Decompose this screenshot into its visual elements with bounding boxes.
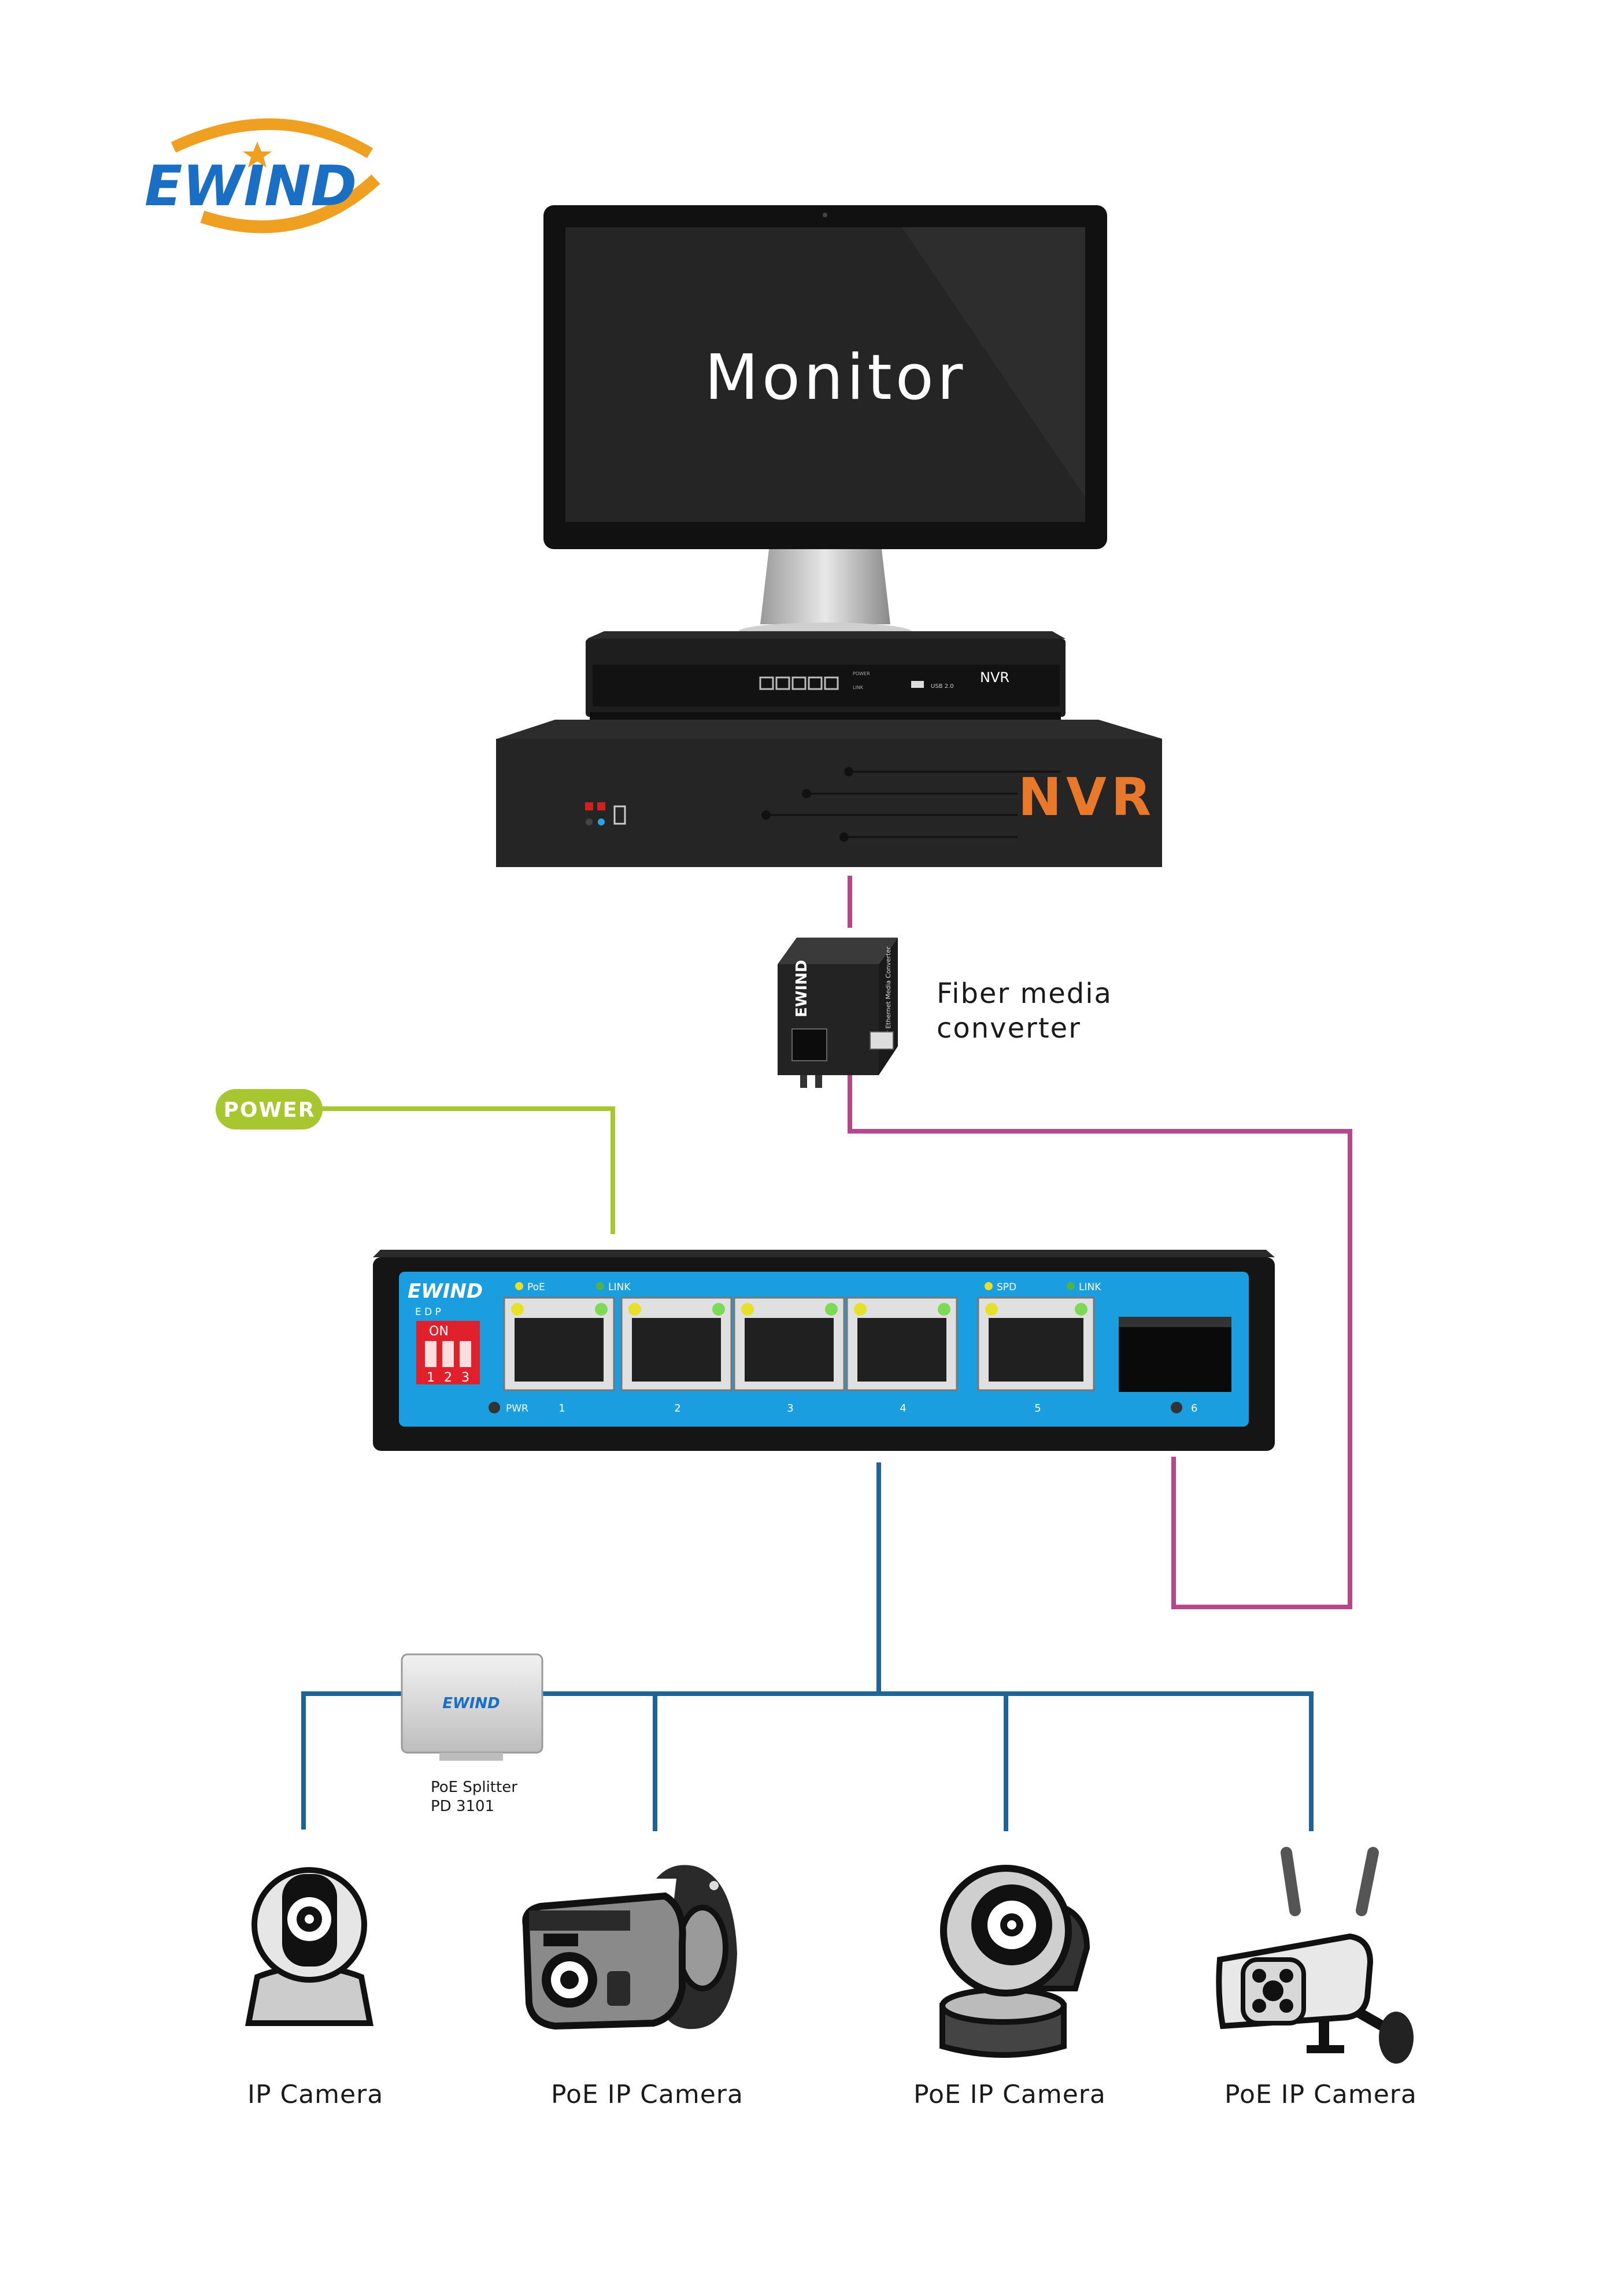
dome-camera-icon — [245, 1867, 374, 2026]
converter-label-line1: Fiber media — [937, 977, 1112, 1010]
dip-number-3: 3 — [461, 1371, 469, 1385]
switch-dip-letters: E D P — [415, 1306, 441, 1318]
nvr-panel-usb: USB 2.0 — [931, 683, 954, 690]
switch-port-5 — [977, 1297, 1095, 1391]
dip-number-2: 2 — [444, 1371, 452, 1385]
dip-on-label: ON — [429, 1324, 449, 1339]
power-badge: POWER — [216, 1089, 323, 1130]
nvr-panel-link: LINK — [853, 685, 864, 690]
logo-swoosh-top — [171, 118, 373, 158]
switch-port-4 — [846, 1297, 958, 1391]
nvr-panel-label: NVR — [980, 669, 1009, 686]
power-label: POWER — [223, 1098, 315, 1122]
splitter-label-line1: PoE Splitter — [431, 1779, 517, 1796]
monitor-stand — [760, 549, 890, 624]
switch-ports — [503, 1297, 1231, 1392]
led-label-spd: SPD — [997, 1282, 1016, 1293]
camera-label-2: PoE IP Camera — [551, 2080, 743, 2109]
logo-text: EWIND — [145, 154, 357, 219]
switch-brand: EWIND — [408, 1280, 483, 1303]
port-number-4: 4 — [900, 1402, 906, 1414]
led-label-link: LINK — [608, 1282, 631, 1293]
monitor: Monitor — [543, 205, 1107, 641]
switch-port-1 — [503, 1297, 615, 1391]
splitter-label-line2: PD 3101 — [431, 1798, 494, 1815]
logo-swoosh-bottom — [200, 174, 380, 234]
dip-number-1: 1 — [427, 1371, 435, 1385]
converter-rj45-port — [870, 1031, 894, 1050]
port-number-1: 1 — [558, 1402, 565, 1414]
poe-splitter: EWIND — [401, 1653, 543, 1761]
nvr-vent-dots — [761, 767, 853, 842]
poe-switch: EWIND E D P ON 1 2 3 PoE LINK SPD LINK — [373, 1250, 1275, 1451]
switch-port-2 — [620, 1297, 733, 1391]
nvr-front-buttons — [759, 676, 839, 690]
converter-sfp-port — [791, 1028, 827, 1061]
screen-glare — [902, 227, 1085, 497]
fiber-line — [848, 1068, 1352, 1609]
ethernet-bus-line — [541, 1691, 1314, 1831]
converter-device-text: Fiber Ethernet Media Converter — [885, 946, 892, 1046]
switch-port-6-sfp — [1119, 1317, 1231, 1392]
led-label-pwr: PWR — [506, 1403, 528, 1414]
bullet-camera-icon — [522, 1865, 737, 2030]
nvr-panel-power: POWER — [853, 671, 870, 676]
usb-port-icon — [911, 681, 924, 688]
nvr-vent-lines — [766, 771, 1061, 838]
nvr-usb-port — [613, 805, 626, 825]
nvr-led-red — [585, 802, 593, 810]
led-label-link2: LINK — [1079, 1282, 1101, 1293]
monitor-camera-dot — [823, 213, 827, 217]
ptz-camera-icon — [939, 1865, 1090, 2058]
port-number-5: 5 — [1034, 1402, 1041, 1414]
logo-star-icon — [243, 142, 272, 168]
converter-brand: EWIND — [793, 960, 811, 1017]
port-number-2: 2 — [674, 1402, 680, 1414]
port-number-6: 6 — [1191, 1402, 1197, 1414]
ewind-logo: EWIND — [145, 118, 380, 234]
port-number-3: 3 — [787, 1402, 793, 1414]
connection-lines — [301, 876, 1352, 1831]
led-label-poe: PoE — [527, 1282, 545, 1293]
camera-label-3: PoE IP Camera — [913, 2080, 1106, 2109]
camera-label-1: IP Camera — [247, 2080, 384, 2109]
nvr-server-body — [496, 739, 1162, 867]
pwr-led — [489, 1402, 500, 1413]
splitter-brand: EWIND — [442, 1695, 500, 1712]
fiber-media-converter: EWIND Fiber Ethernet Media Converter — [778, 938, 898, 1088]
power-line — [321, 1106, 615, 1234]
monitor-label: Monitor — [705, 342, 967, 414]
wifi-bullet-camera-icon — [1216, 1847, 1414, 2064]
ethernet-line-cam1 — [301, 1691, 405, 1830]
camera-label-4: PoE IP Camera — [1225, 2080, 1417, 2109]
nvr-recorder: POWER LINK USB 2.0 NVR — [586, 631, 1066, 723]
switch-port-3 — [733, 1297, 845, 1391]
nvr-server: NVR — [496, 720, 1162, 867]
converter-label-line2: converter — [937, 1012, 1081, 1045]
nvr-label: NVR — [1018, 767, 1156, 828]
